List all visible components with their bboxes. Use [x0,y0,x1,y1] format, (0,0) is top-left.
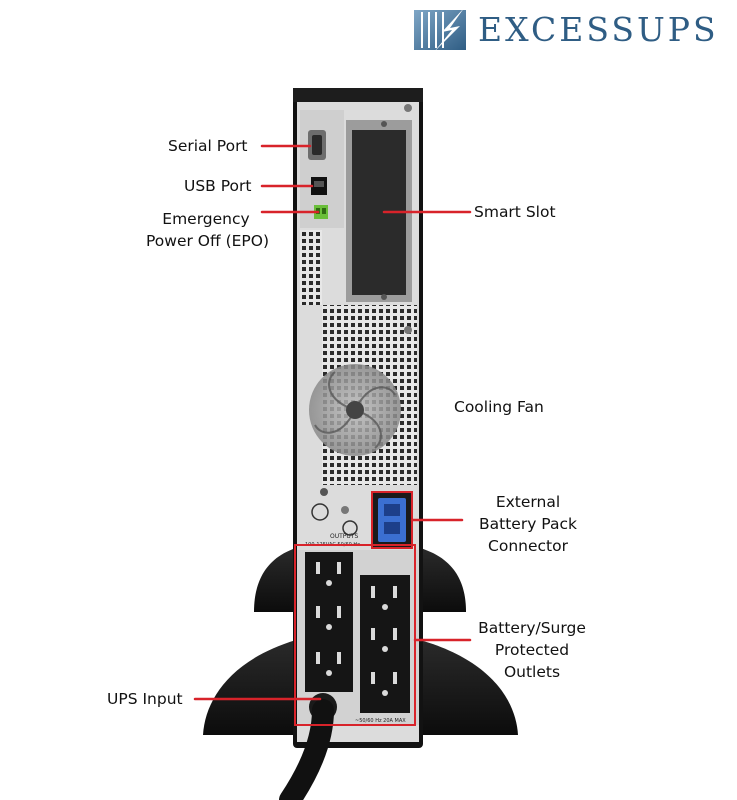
label-ext-battery-line1: External [495,493,561,511]
stand-right-lower [420,640,518,735]
label-outlets-line2: Protected [494,641,570,659]
label-epo-line2: Power Off (EPO) [146,232,270,250]
label-ext-battery-line3: Connector [488,537,568,555]
brand-name: EXCESSUPS [478,10,719,49]
label-outlets: Battery/Surge Protected Outlets [470,617,594,683]
excessups-logo-mark-icon [414,8,466,52]
label-smart-slot: Smart Slot [474,203,556,221]
power-cord [279,699,334,800]
input-spec: ~50/60 Hz 20A MAX [355,718,406,724]
side-grille [300,230,322,305]
label-ups-input: UPS Input [107,690,183,708]
outlet-group-left [305,552,353,692]
csa-mark-icon [342,520,358,536]
label-serial-port: Serial Port [168,137,248,155]
callout-box-outlets [294,544,416,726]
outputs-title: OUTPUTS [330,533,358,540]
label-usb-port: USB Port [184,177,252,195]
ups-top-bar [293,88,423,102]
label-cooling-fan: Cooling Fan [454,398,544,416]
label-outlets-line1: Battery/Surge [478,619,586,637]
stand-left-upper [254,548,296,612]
stand-left-lower [203,640,296,735]
excessups-logo: EXCESSUPS [412,6,734,54]
stand-right-upper [420,548,466,612]
label-epo-line1: Emergency [162,210,250,228]
label-outlets-line3: Outlets [503,663,561,681]
ul-mark-icon [311,503,329,521]
label-ext-battery-line2: Battery Pack [479,515,577,533]
label-epo: Emergency Power Off (EPO) [146,208,270,252]
label-external-battery: External Battery Pack Connector [470,491,586,557]
